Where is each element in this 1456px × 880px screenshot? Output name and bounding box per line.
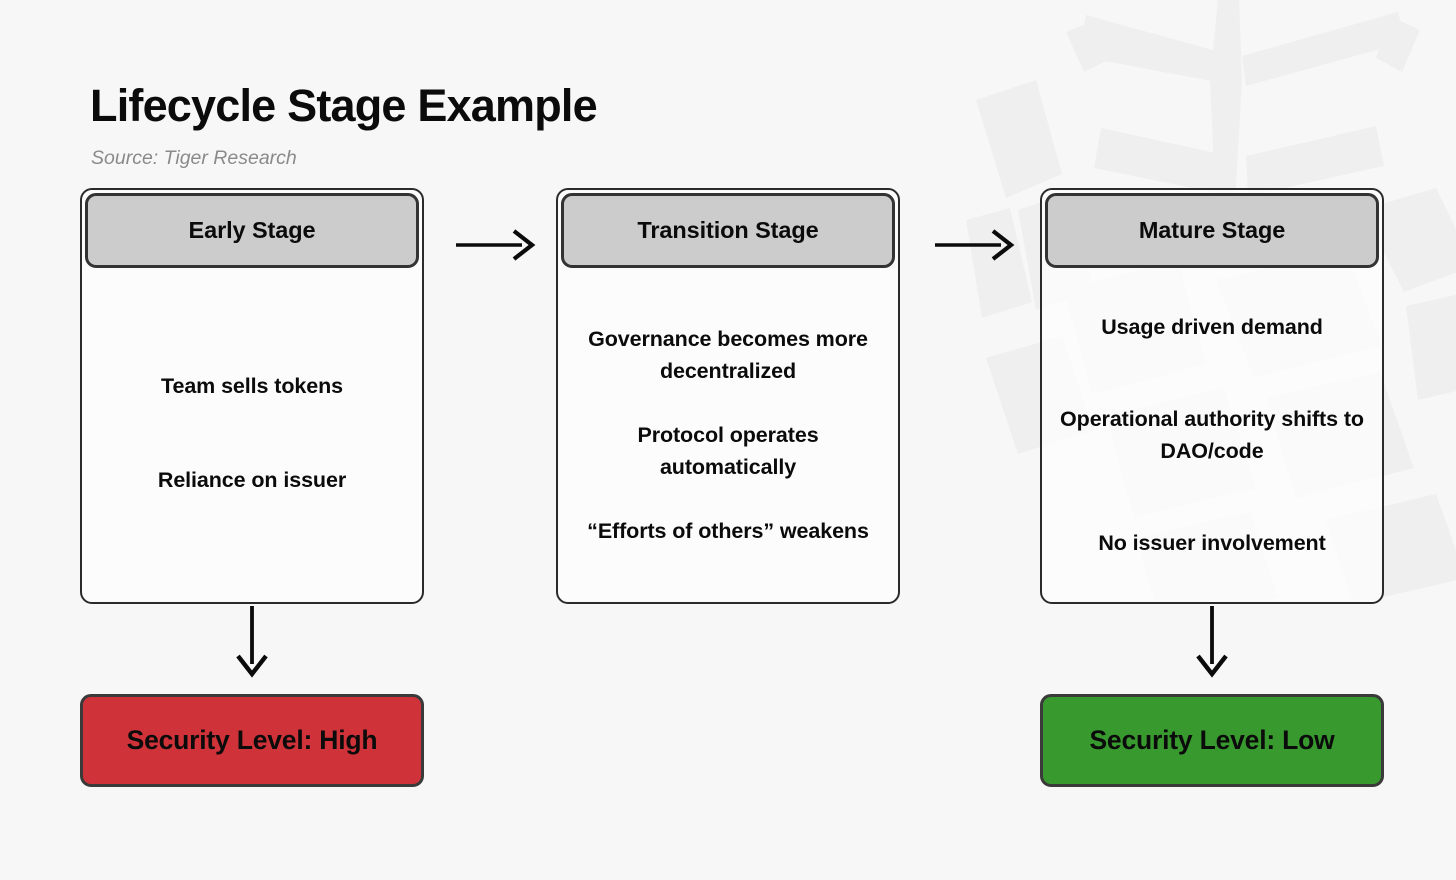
stage-card-early[interactable]: Early Stage Team sells tokens Reliance o… <box>80 188 424 604</box>
stage-header-label: Transition Stage <box>637 217 819 243</box>
stage-line: Team sells tokens <box>161 373 343 398</box>
stage-body-transition: Governance becomes more decentralized Pr… <box>558 268 898 602</box>
arrow-right-icon <box>456 229 536 261</box>
stage-card-transition[interactable]: Transition Stage Governance becomes more… <box>556 188 900 604</box>
stage-line: Governance becomes more decentralized <box>588 326 868 383</box>
arrow-down-icon <box>236 606 268 678</box>
stage-body-mature: Usage driven demand Operational authorit… <box>1042 268 1382 602</box>
stage-line: Protocol operates automatically <box>637 422 819 480</box>
page-title: Lifecycle Stage Example <box>90 80 598 131</box>
stage-card-mature[interactable]: Mature Stage Usage driven demand Operati… <box>1040 188 1384 604</box>
page-source: Source: Tiger Research <box>91 147 297 169</box>
stage-body-early: Team sells tokens Reliance on issuer <box>82 268 422 602</box>
stage-header-label: Early Stage <box>188 217 316 243</box>
arrow-down-icon <box>1196 606 1228 678</box>
stage-line: Usage driven demand <box>1101 314 1323 339</box>
stage-header-early: Early Stage <box>85 193 419 268</box>
stage-header-transition: Transition Stage <box>561 193 895 268</box>
status-badge-security-low[interactable]: Security Level: Low <box>1040 694 1384 787</box>
stage-line: Operational authority shifts to DAO/code <box>1060 406 1364 463</box>
status-badge-label: Security Level: High <box>126 725 378 755</box>
status-badge-security-high[interactable]: Security Level: High <box>80 694 424 787</box>
stage-line: No issuer involvement <box>1098 531 1326 556</box>
arrow-right-icon <box>935 229 1015 261</box>
stage-header-label: Mature Stage <box>1138 217 1286 243</box>
stage-line: “Efforts of others” weakens <box>587 519 869 544</box>
status-badge-label: Security Level: Low <box>1089 725 1335 755</box>
stage-line: Reliance on issuer <box>157 468 347 492</box>
stage-header-mature: Mature Stage <box>1045 193 1379 268</box>
